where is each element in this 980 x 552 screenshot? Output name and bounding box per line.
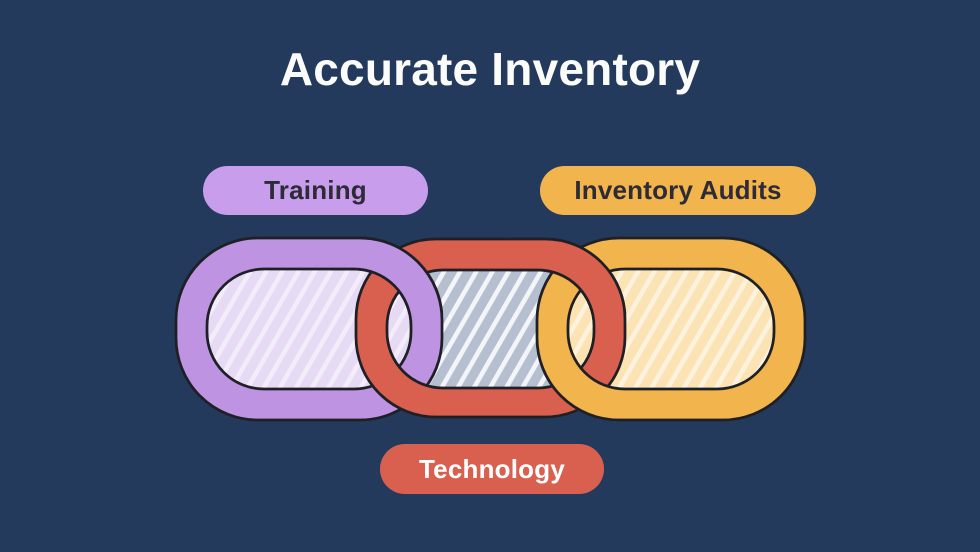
page-title: Accurate Inventory	[279, 43, 701, 95]
training-label: Training	[264, 175, 367, 205]
inventory-audits-chain-link	[535, 236, 807, 422]
technology-label: Technology	[419, 453, 565, 484]
training-label-pill: Training	[203, 166, 428, 215]
inventory-audits-label: Inventory Audits	[574, 175, 782, 205]
inventory-audits-label-pill: Inventory Audits	[540, 166, 816, 215]
technology-chain-link-over-weave	[510, 237, 627, 314]
training-chain-link-over-weave	[330, 236, 444, 314]
technology-label-pill: Technology	[380, 444, 604, 494]
